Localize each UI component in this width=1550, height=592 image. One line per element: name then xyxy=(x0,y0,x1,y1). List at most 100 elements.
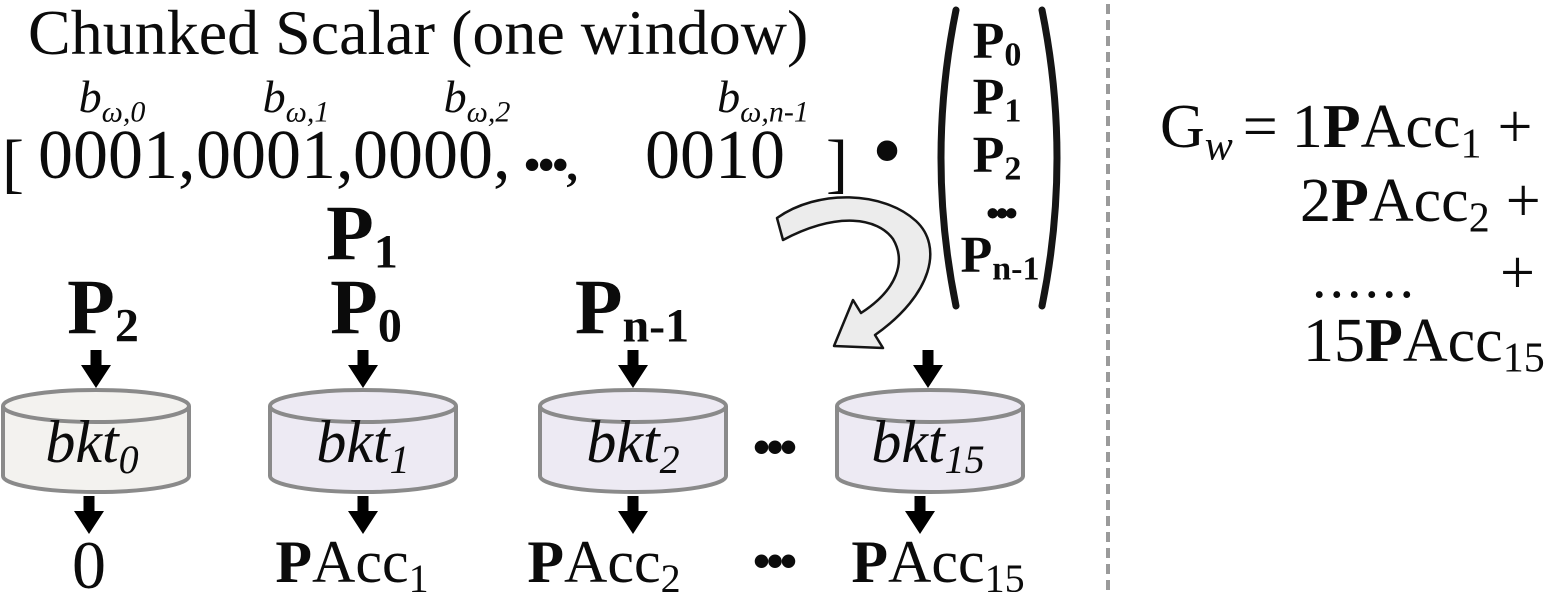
bucket-name: bkt xyxy=(316,409,390,475)
bit-label-1: bω,1 xyxy=(263,70,330,130)
output-acc: Acc xyxy=(564,529,661,592)
bucket-label-0: bkt0 xyxy=(45,408,138,483)
output-acc: Acc xyxy=(312,529,409,592)
bucket-label-15: bkt15 xyxy=(871,408,984,483)
chunk-3: 0010 xyxy=(645,117,785,194)
bit-label-base: b xyxy=(443,71,467,122)
vector-p-sub: 1 xyxy=(1004,92,1022,130)
eq-coef: 2 xyxy=(1300,167,1331,235)
dot-product-icon: • xyxy=(872,102,903,198)
eq-coef: 15 xyxy=(1303,307,1365,375)
output-row-ellipsis: ••• xyxy=(752,533,797,589)
vector-entry-1: P1 xyxy=(973,68,1022,130)
arrow-down-icon xyxy=(913,350,943,388)
point-label-pn1: Pn-1 xyxy=(575,262,689,354)
point-label-p1: P1 xyxy=(326,188,398,280)
vector-p: P xyxy=(960,227,993,284)
equation-line-4: 15PAcc15 xyxy=(1303,306,1545,383)
eq-p: P xyxy=(1322,93,1361,161)
eq-sub: 1 xyxy=(1460,121,1482,168)
point-p-sub: n-1 xyxy=(622,299,690,353)
output-pacc-15: PAcc15 xyxy=(851,528,1024,592)
bit-label-base: b xyxy=(262,71,286,122)
open-bracket: [ xyxy=(2,127,24,200)
point-p: P xyxy=(326,189,374,276)
equation-plus-3: + xyxy=(1500,239,1535,307)
point-p: P xyxy=(67,263,115,350)
bucket-cylinder-1 xyxy=(268,388,458,494)
arrow-down-icon xyxy=(81,350,111,388)
bucket-name: bkt xyxy=(586,409,660,475)
bucket-label-2: bkt2 xyxy=(586,408,679,483)
divider-dashed-line xyxy=(1106,4,1110,590)
eq-plus: + xyxy=(1497,93,1533,161)
vector-p: P xyxy=(972,13,1005,70)
bucket-sub: 0 xyxy=(118,437,139,483)
vector-entry-last: Pn-1 xyxy=(961,226,1040,288)
vector-entry-0: P0 xyxy=(973,12,1022,74)
vector-ellipsis: ••• xyxy=(986,193,1018,235)
point-p-sub: 2 xyxy=(114,299,139,353)
equation-line-1: Gw=1PAcc1+ xyxy=(1160,92,1532,171)
eq-acc: Acc xyxy=(1360,93,1461,161)
bucket-cylinder-2 xyxy=(538,388,728,494)
eq-g: G xyxy=(1160,93,1205,161)
bit-label-sub: ω,0 xyxy=(101,95,146,129)
bucket-label-1: bkt1 xyxy=(316,408,409,483)
vector-p-sub: 2 xyxy=(1004,150,1022,188)
close-bracket: ] xyxy=(826,127,848,200)
bucket-cylinder-0 xyxy=(1,388,191,494)
output-sub: 1 xyxy=(408,556,429,592)
point-p-sub: 0 xyxy=(377,299,402,353)
curved-arrow-icon xyxy=(775,196,932,350)
bit-label-2: bω,2 xyxy=(444,70,511,130)
arrow-down-icon xyxy=(618,350,648,388)
output-pacc-1: PAcc1 xyxy=(275,528,428,592)
eq-sub: 15 xyxy=(1502,335,1545,382)
bit-label-base: b xyxy=(717,71,741,122)
chunk-0: 0001, xyxy=(38,117,196,194)
bit-label-sub: ω,n-1 xyxy=(740,95,809,129)
chunk-1: 0001, xyxy=(196,117,354,194)
output-sub: 15 xyxy=(984,556,1025,592)
bucket-row-ellipsis: ••• xyxy=(752,419,797,475)
eq-coef: 1 xyxy=(1291,93,1323,161)
eq-plus: + xyxy=(1505,167,1541,235)
bit-label-base: b xyxy=(78,71,102,122)
bit-label-3: bω,n-1 xyxy=(717,70,809,130)
eq-p: P xyxy=(1331,167,1369,235)
bit-label-sub: ω,1 xyxy=(285,95,330,129)
point-p: P xyxy=(330,263,378,350)
output-zero: 0 xyxy=(72,527,106,592)
bit-label-sub: ω,2 xyxy=(466,95,511,129)
right-paren xyxy=(1038,6,1061,310)
output-p: P xyxy=(851,529,889,592)
bucket-name: bkt xyxy=(45,409,119,475)
equation-ellipsis: ...... xyxy=(1312,245,1417,310)
bucket-cylinder-15 xyxy=(835,388,1025,494)
point-p: P xyxy=(574,263,623,350)
output-acc: Acc xyxy=(888,529,985,592)
output-p: P xyxy=(527,529,565,592)
point-label-p2: P2 xyxy=(67,262,139,354)
eq-sub: 2 xyxy=(1468,195,1490,242)
eq-acc: Acc xyxy=(1402,307,1503,375)
eq-equals: = xyxy=(1242,93,1278,161)
vector-p-sub: 0 xyxy=(1004,36,1022,74)
arrow-down-icon xyxy=(348,350,378,388)
point-label-p0: P0 xyxy=(330,262,402,354)
bucket-sub: 15 xyxy=(944,437,985,483)
bucket-name: bkt xyxy=(871,409,945,475)
vector-p: P xyxy=(972,127,1005,184)
vector-parens xyxy=(937,6,1061,310)
bucket-sub: 1 xyxy=(389,437,410,483)
figure-title: Chunked Scalar (one window) xyxy=(28,0,809,68)
vector-p-sub: n-1 xyxy=(992,250,1040,288)
output-sub: 2 xyxy=(660,556,681,592)
eq-p: P xyxy=(1365,307,1403,375)
point-p-sub: 1 xyxy=(373,225,398,279)
eq-g-sub: w xyxy=(1204,123,1233,170)
chunk-ellipsis: •••, xyxy=(524,139,578,190)
bucket-sub: 2 xyxy=(659,437,680,483)
output-pacc-2: PAcc2 xyxy=(527,528,680,592)
